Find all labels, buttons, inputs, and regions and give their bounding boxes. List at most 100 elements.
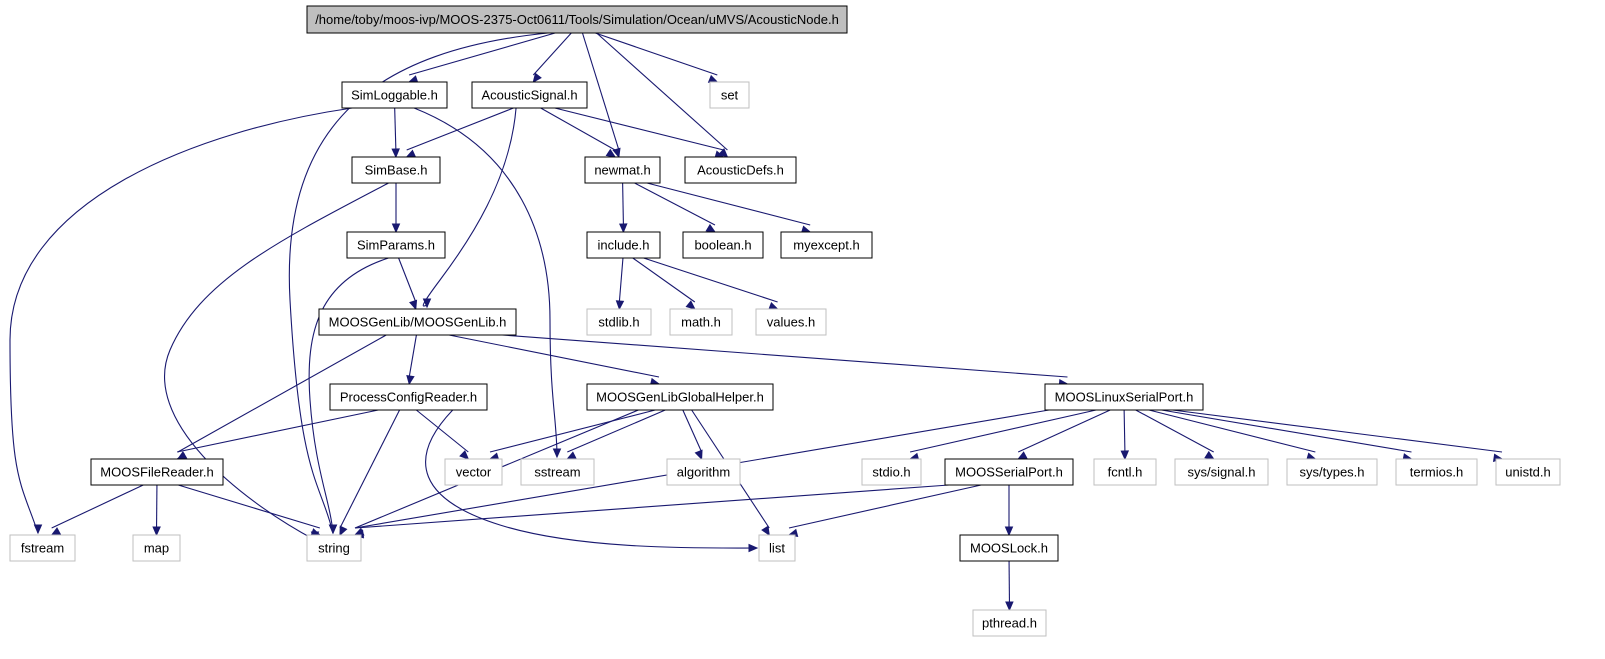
node-label: MOOSGenLibGlobalHelper.h: [596, 390, 764, 405]
edge-root-to-newmat: [581, 32, 621, 159]
node-serialport[interactable]: MOOSSerialPort.h: [944, 458, 1074, 486]
nodes-layer: /home/toby/moos-ivp/MOOS-2375-Oct0611/To…: [9, 5, 1561, 637]
node-boolean[interactable]: boolean.h: [682, 231, 764, 259]
edge-serialport-to-string: [353, 484, 950, 539]
node-label: MOOSLinuxSerialPort.h: [1055, 390, 1194, 405]
node-box: [341, 81, 448, 109]
node-box: [780, 231, 873, 259]
edge-simloggable-to-sstream: [413, 107, 562, 459]
edge-simparams-to-string: [308, 257, 389, 535]
node-termios: termios.h: [1395, 458, 1478, 486]
edge-moosgenlib-to-processconfig: [406, 334, 417, 386]
edge-simloggable-to-fstream: [9, 107, 353, 535]
node-label: SimBase.h: [365, 163, 428, 178]
edge-filereader-to-map: [152, 484, 161, 537]
node-simparams[interactable]: SimParams.h: [346, 231, 446, 259]
node-stdlib: stdlib.h: [586, 308, 652, 336]
node-include[interactable]: include.h: [586, 231, 661, 259]
node-box: [1395, 458, 1478, 486]
node-box: [669, 308, 733, 336]
node-label: boolean.h: [694, 238, 751, 253]
node-label: ProcessConfigReader.h: [340, 390, 477, 405]
node-label: values.h: [767, 315, 815, 330]
edge-simloggable-to-simbase: [391, 107, 400, 159]
node-box: [444, 458, 503, 486]
node-root[interactable]: /home/toby/moos-ivp/MOOS-2375-Oct0611/To…: [306, 5, 848, 34]
edge-include-to-math: [632, 257, 696, 310]
edge-processconfig-to-vector: [415, 409, 470, 460]
node-box: [755, 308, 827, 336]
edge-globalhelper-to-algorithm: [682, 409, 703, 461]
node-string: string: [306, 534, 362, 562]
edge-filereader-to-string: [178, 484, 322, 537]
node-box: [9, 534, 76, 562]
edge-include-to-values: [643, 257, 779, 310]
node-label: pthread.h: [982, 616, 1037, 631]
node-box: [682, 231, 764, 259]
node-linuxserial[interactable]: MOOSLinuxSerialPort.h: [1044, 383, 1204, 411]
edge-root-to-acousticdefs: [596, 32, 729, 158]
node-syssignal: sys/signal.h: [1174, 458, 1269, 486]
node-box: [1093, 458, 1157, 486]
edge-linuxserial-to-unistd: [1172, 409, 1504, 462]
node-box: [471, 81, 588, 109]
node-box: [666, 458, 741, 486]
node-box: [1495, 458, 1561, 486]
node-box: [520, 458, 595, 486]
node-fstream: fstream: [9, 534, 76, 562]
node-globalhelper[interactable]: MOOSGenLibGlobalHelper.h: [586, 383, 774, 411]
node-box: [584, 156, 661, 184]
edge-acousticsignal-to-simbase: [405, 107, 514, 158]
node-filereader[interactable]: MOOSFileReader.h: [90, 458, 224, 486]
node-box: [959, 534, 1059, 562]
node-simloggable[interactable]: SimLoggable.h: [341, 81, 448, 109]
edge-include-to-stdlib: [615, 257, 625, 311]
node-box: [329, 383, 488, 411]
node-box: [132, 534, 181, 562]
node-newmat[interactable]: newmat.h: [584, 156, 661, 184]
node-label: sstream: [534, 465, 580, 480]
node-list: list: [758, 534, 796, 562]
edge-serialport-to-mooslock: [1004, 485, 1014, 537]
edge-globalhelper-to-sstream: [566, 409, 666, 460]
node-acousticsignal[interactable]: AcousticSignal.h: [471, 81, 588, 109]
edge-newmat-to-include: [619, 182, 628, 234]
edge-acousticsignal-to-newmat: [540, 107, 617, 158]
node-label: unistd.h: [1505, 465, 1551, 480]
node-label: set: [721, 88, 739, 103]
edge-acousticsignal-to-moosgenlib: [422, 107, 517, 309]
node-box: [709, 81, 750, 109]
node-box: [944, 458, 1074, 486]
edges-layer: [9, 32, 1504, 612]
node-label: algorithm: [677, 465, 730, 480]
edge-simbase-to-simparams: [391, 183, 401, 234]
node-processconfig[interactable]: ProcessConfigReader.h: [329, 383, 488, 411]
node-acousticdefs[interactable]: AcousticDefs.h: [684, 156, 797, 184]
node-label: newmat.h: [594, 163, 650, 178]
node-simbase[interactable]: SimBase.h: [351, 156, 441, 184]
node-myexcept[interactable]: myexcept.h: [780, 231, 873, 259]
edge-acousticsignal-to-acousticdefs: [554, 107, 725, 159]
edge-mooslock-to-pthread: [1005, 560, 1014, 612]
edge-moosgenlib-to-linuxserial: [502, 334, 1069, 388]
node-box: [586, 383, 774, 411]
node-box: [586, 231, 661, 259]
node-map: map: [132, 534, 181, 562]
node-mooslock[interactable]: MOOSLock.h: [959, 534, 1059, 562]
node-label: MOOSGenLib/MOOSGenLib.h: [329, 315, 507, 330]
node-box: [1044, 383, 1204, 411]
edge-moosgenlib-to-globalhelper: [448, 334, 661, 387]
node-moosgenlib[interactable]: MOOSGenLib/MOOSGenLib.h: [318, 308, 517, 336]
node-values: values.h: [755, 308, 827, 336]
node-box: [684, 156, 797, 184]
node-label: string: [318, 541, 350, 556]
edge-linuxserial-to-systypes: [1148, 409, 1317, 461]
node-box: [972, 609, 1047, 637]
node-sstream: sstream: [520, 458, 595, 486]
node-fcntl: fcntl.h: [1093, 458, 1157, 486]
node-label: /home/toby/moos-ivp/MOOS-2375-Oct0611/To…: [315, 12, 839, 27]
node-algorithm: algorithm: [666, 458, 741, 486]
edge-linuxserial-to-fcntl: [1120, 409, 1130, 461]
node-label: sys/types.h: [1299, 465, 1364, 480]
